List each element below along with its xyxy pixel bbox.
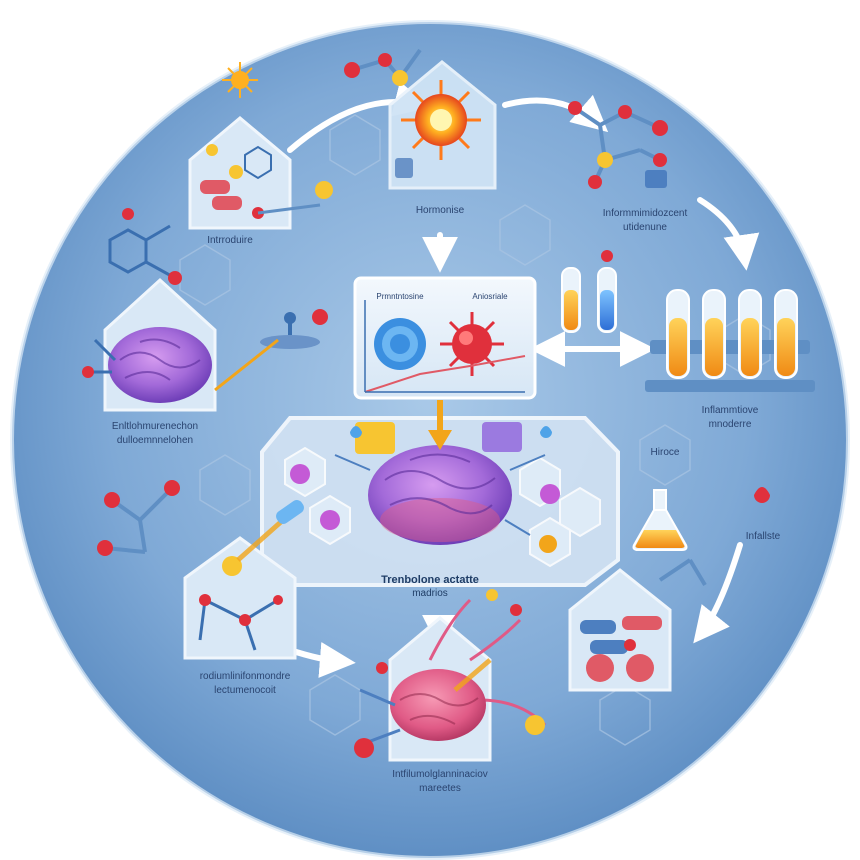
blood-drop-icon bbox=[350, 426, 362, 438]
test-tube-rack bbox=[645, 289, 815, 392]
molecule-icon bbox=[97, 480, 180, 556]
molecule-icon bbox=[108, 208, 182, 285]
cell-icon bbox=[482, 422, 522, 452]
label-bottom-left: rodiumlinifonmondre lectumenocoit bbox=[150, 670, 340, 698]
molecule-icon bbox=[344, 48, 422, 86]
bottom-left-panel bbox=[183, 500, 304, 660]
label-endothelial-line2: dulloemnnelohen bbox=[116, 435, 194, 446]
label-trenbolone: Trenbolone actatte madrios bbox=[330, 574, 530, 600]
chart-label-right-text: Aniosriale bbox=[472, 292, 508, 301]
label-inflammatory-mediators-line2: mnoderre bbox=[708, 419, 752, 430]
left-brain-panel bbox=[82, 277, 217, 412]
cell-icon bbox=[395, 158, 413, 178]
cell-icon bbox=[355, 422, 395, 454]
chart-label-left-text: Prmntntosine bbox=[376, 292, 424, 301]
label-introduce: Intrroduire bbox=[180, 234, 280, 248]
brain-icon bbox=[108, 327, 212, 403]
chart-label-right: Aniosriale bbox=[446, 290, 534, 304]
label-infallste-text: Infallste bbox=[745, 531, 781, 542]
sun-icon bbox=[525, 715, 545, 735]
molecule-icon bbox=[568, 101, 668, 189]
label-inflammation-top-right-line2: utidenune bbox=[623, 222, 667, 233]
cell-icon bbox=[540, 484, 560, 504]
introduction-panel bbox=[188, 116, 333, 230]
label-inflammation-top-right: Informmimidozcent utidenune bbox=[545, 207, 745, 235]
microscope-icon bbox=[214, 309, 328, 392]
label-infallste: Infallste bbox=[708, 530, 818, 544]
label-inflammatory-mediators: Inflammtiove mnoderre bbox=[640, 404, 820, 432]
flask-icon bbox=[632, 489, 688, 551]
label-inflammation-top-right-line1: Informmimidozcent bbox=[602, 208, 688, 219]
label-inflammatory-markers: Intfilumolglanninaciov mareetes bbox=[330, 768, 550, 796]
bottom-right-panel bbox=[568, 568, 672, 692]
molecule-icon bbox=[658, 558, 707, 587]
label-trenbolone-line2: madrios bbox=[412, 588, 448, 599]
cell-icon bbox=[539, 535, 557, 553]
label-hormone: Hormonise bbox=[390, 204, 490, 218]
label-bottom-left-line2: lectumenocoit bbox=[214, 685, 276, 696]
blood-drop-icon bbox=[540, 426, 552, 438]
label-inflammatory-markers-line2: mareetes bbox=[419, 783, 461, 794]
label-hormone-text: Hormonise bbox=[415, 205, 465, 216]
test-tube-icon bbox=[666, 289, 798, 379]
hormone-sun-panel bbox=[388, 60, 497, 190]
cell-icon bbox=[374, 318, 426, 370]
brain-icon bbox=[390, 669, 486, 741]
label-introduce-text: Intrroduire bbox=[207, 235, 253, 246]
bottom-brain-panel bbox=[354, 589, 547, 762]
test-tube-icon bbox=[561, 250, 617, 333]
cell-icon bbox=[645, 170, 667, 188]
syringe-icon bbox=[276, 500, 304, 524]
label-hiroce: Hiroce bbox=[630, 446, 700, 460]
chart-panel bbox=[353, 276, 537, 400]
sun-icon bbox=[222, 556, 242, 576]
sun-icon bbox=[222, 62, 258, 98]
cell-icon bbox=[320, 510, 340, 530]
label-endothelial-line1: Enltlohmurenechon bbox=[111, 421, 199, 432]
blood-drop-icon bbox=[754, 487, 770, 503]
label-inflammatory-markers-line1: Intfilumolglanninaciov bbox=[392, 769, 488, 780]
sun-icon bbox=[401, 80, 481, 160]
label-endothelial: Enltlohmurenechon dulloemnnelohen bbox=[60, 420, 250, 448]
label-hiroce-text: Hiroce bbox=[650, 447, 680, 458]
label-trenbolone-line1: Trenbolone actatte bbox=[381, 574, 479, 586]
label-bottom-left-line1: rodiumlinifonmondre bbox=[199, 671, 291, 682]
cell-icon bbox=[290, 464, 310, 484]
central-brain-platform bbox=[260, 400, 620, 587]
label-inflammatory-mediators-line1: Inflammtiove bbox=[701, 405, 759, 416]
arrow-icon bbox=[214, 338, 279, 392]
brain-icon bbox=[368, 445, 512, 545]
chart-label-left: Prmntntosine bbox=[356, 290, 444, 304]
